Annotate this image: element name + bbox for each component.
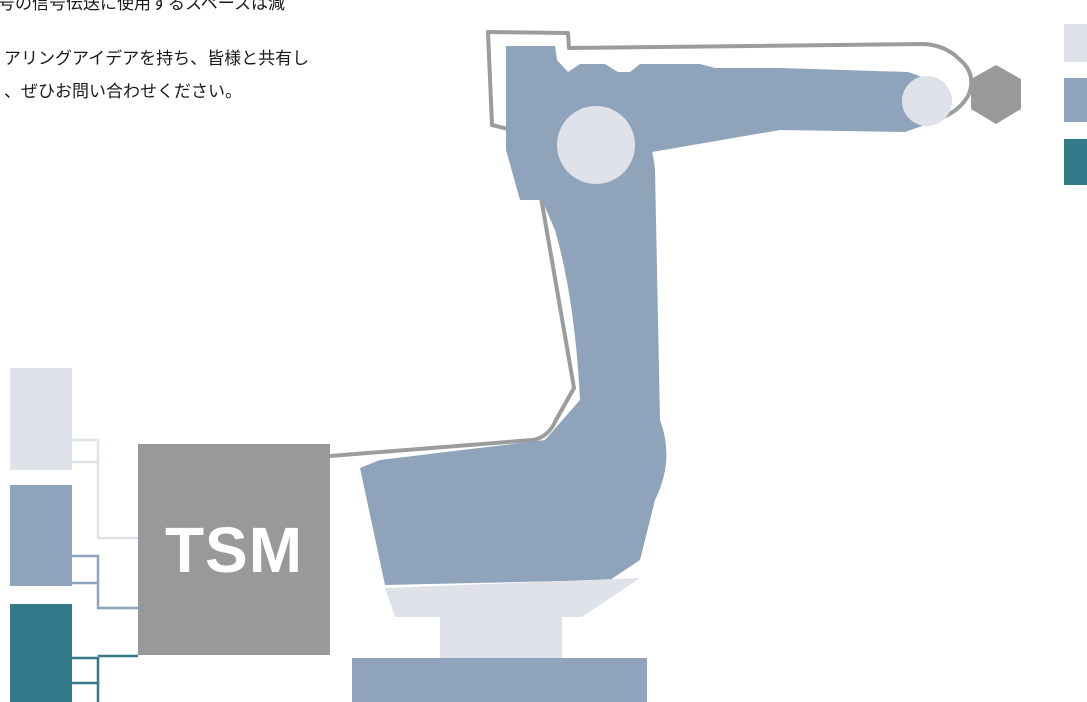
tsm-label: TSM [164, 513, 304, 586]
shoulder-joint-circle [557, 106, 635, 184]
robot-pedestal [440, 616, 562, 660]
module-block-mid [10, 485, 72, 586]
module-block-dark [10, 604, 72, 702]
cable-outline [329, 30, 974, 458]
robot-floor-plate [352, 658, 647, 702]
intro-line-1: アリングアイデアを持ち、皆様と共有し [4, 49, 310, 69]
robot-base-wedge [385, 578, 640, 617]
module-block-light [10, 368, 72, 470]
wrist-joint-circle [902, 76, 952, 126]
legend-swatch-mid [1064, 78, 1087, 122]
connector-light [72, 438, 138, 540]
end-effector-hexagon [971, 65, 1021, 124]
legend-swatch-dark [1064, 139, 1087, 185]
connector-dark [72, 654, 138, 702]
intro-line-0: 号の信号伝送に使用するスペースは減 [0, 0, 285, 14]
tsm-box [138, 444, 330, 655]
connector-mid [72, 554, 138, 610]
intro-line-2: 、ぜひお問い合わせください。 [4, 82, 242, 102]
legend-swatch-light [1064, 24, 1087, 62]
robot-body [360, 100, 667, 585]
